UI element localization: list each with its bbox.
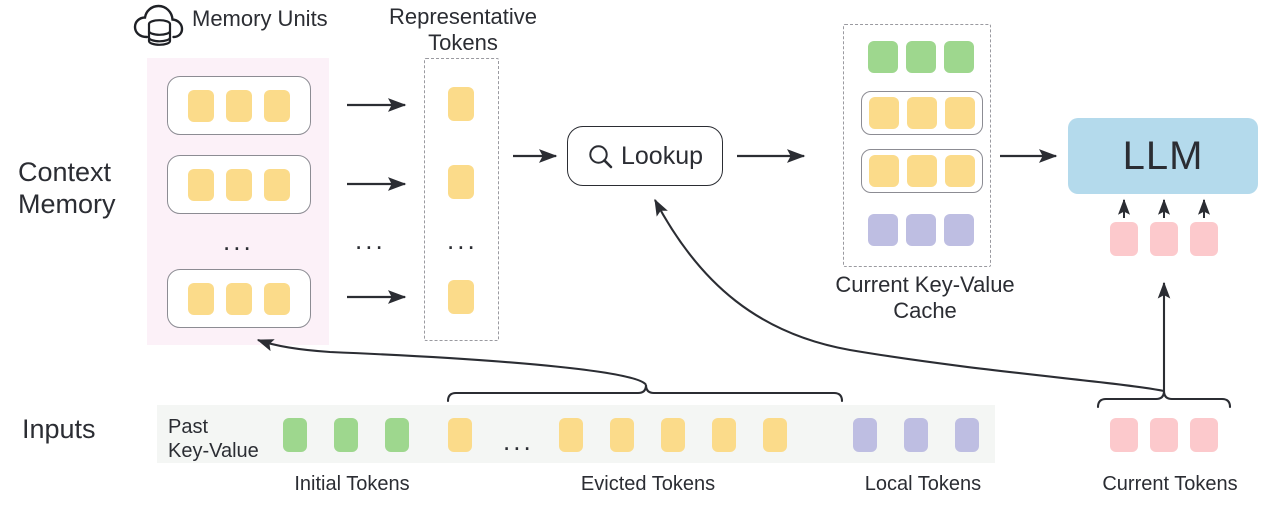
input-token-local (853, 418, 877, 452)
kv-token (944, 214, 974, 246)
brace-current-tokens (1096, 390, 1232, 409)
representative-token (448, 165, 474, 199)
kv-token (869, 97, 899, 129)
memory-token (188, 89, 214, 122)
kv-token (945, 97, 975, 129)
kv-token (907, 155, 937, 187)
kv-cache-row-initial (868, 41, 974, 73)
caption-local-tokens: Local Tokens (864, 473, 982, 495)
memory-token (264, 282, 290, 315)
kv-token (906, 41, 936, 73)
kv-token (907, 97, 937, 129)
memory-token (264, 89, 290, 122)
kv-token (869, 155, 899, 187)
input-token-evicted (559, 418, 583, 452)
input-token-evicted (610, 418, 634, 452)
input-token-initial (385, 418, 409, 452)
representative-tokens-label: Representative Tokens (389, 4, 537, 55)
memory-token (226, 89, 252, 122)
kv-token (945, 155, 975, 187)
kv-cache-row-retrieved (861, 149, 983, 193)
input-token-evicted (763, 418, 787, 452)
memory-units-label: Memory Units (192, 6, 328, 31)
representative-token (448, 87, 474, 121)
llm-input-token (1110, 222, 1138, 256)
inputs-ellipsis: ... (503, 426, 534, 456)
memory-unit (167, 155, 311, 214)
caption-evicted-tokens: Evicted Tokens (580, 473, 716, 495)
input-token-evicted (448, 418, 472, 452)
inputs-label: Inputs (22, 414, 96, 444)
lookup-label: Lookup (620, 141, 704, 170)
brace-evicted-tokens (446, 384, 844, 403)
memory-unit (167, 76, 311, 135)
kv-token (906, 214, 936, 246)
kv-cache-row-retrieved (861, 91, 983, 135)
input-token-initial (283, 418, 307, 452)
memory-units-ellipsis: ... (223, 226, 254, 256)
lookup-box[interactable]: Lookup (567, 126, 723, 186)
current-kv-cache-label: Current Key-Value Cache (835, 272, 1015, 323)
caption-current-tokens: Current Tokens (1102, 473, 1238, 495)
memory-token (264, 168, 290, 201)
representative-token (448, 280, 474, 314)
input-token-current (1110, 418, 1138, 452)
llm-input-token (1190, 222, 1218, 256)
arrow-evicted-to-context-memory (256, 339, 647, 386)
input-token-current (1150, 418, 1178, 452)
input-token-local (904, 418, 928, 452)
kv-token (868, 41, 898, 73)
context-memory-label: Context Memory (18, 157, 116, 219)
past-key-value-label: Past Key-Value (168, 416, 259, 463)
input-token-initial (334, 418, 358, 452)
llm-box: LLM (1068, 118, 1258, 194)
memory-token (226, 282, 252, 315)
memory-token (226, 168, 252, 201)
kv-cache-row-local (868, 214, 974, 246)
search-icon (587, 143, 614, 170)
kv-token (944, 41, 974, 73)
llm-label: LLM (1122, 133, 1204, 178)
input-token-current (1190, 418, 1218, 452)
representative-tokens-ellipsis: ... (447, 225, 478, 255)
input-token-evicted (661, 418, 685, 452)
input-token-local (955, 418, 979, 452)
caption-initial-tokens: Initial Tokens (294, 473, 410, 495)
input-token-evicted (712, 418, 736, 452)
kv-token (868, 214, 898, 246)
memory-token (188, 168, 214, 201)
memory-token (188, 282, 214, 315)
llm-input-token (1150, 222, 1178, 256)
unit-arrow-ellipsis: ... (355, 225, 386, 255)
cloud-database-icon (133, 3, 185, 54)
memory-unit (167, 269, 311, 328)
